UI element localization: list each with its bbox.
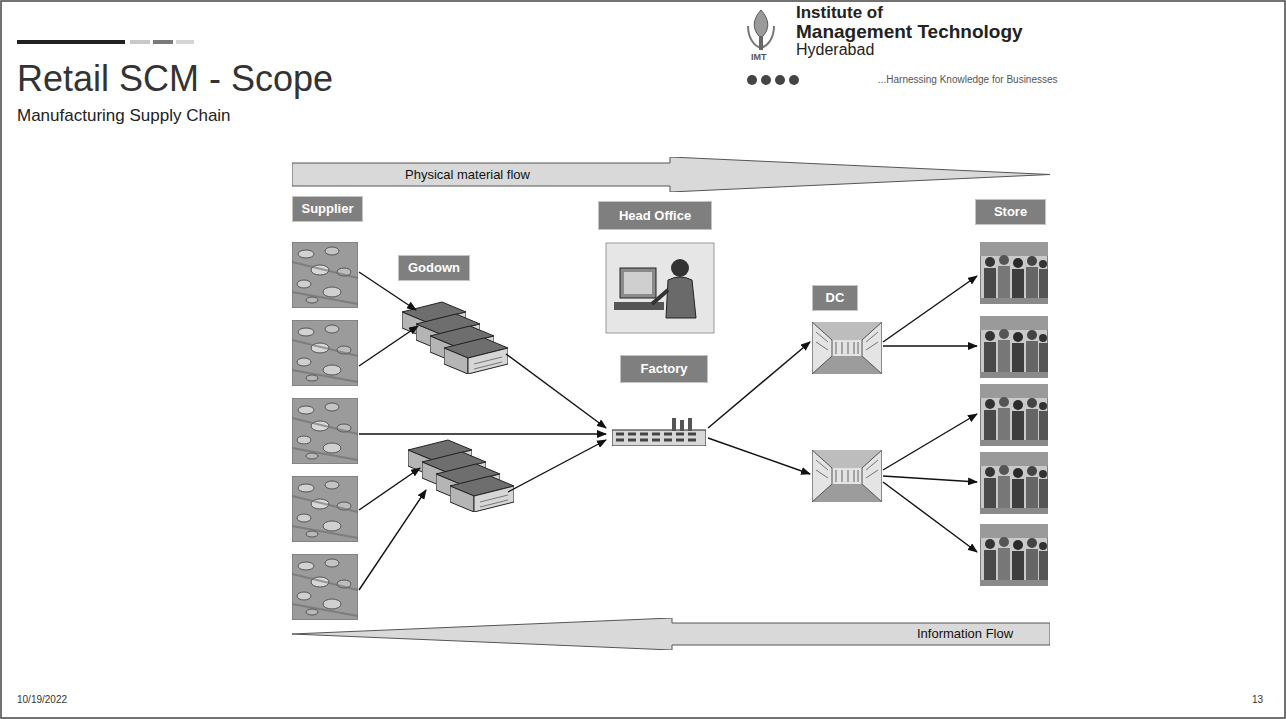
material-flow-arrow: Physical material flow [292,157,1050,192]
node-text: DC [826,286,845,310]
node-text: Information Flow [917,618,1013,650]
factory-picture [612,418,706,446]
stage-label: Store [975,199,1046,225]
node-text: Supplier [301,197,353,221]
node-text: Store [994,200,1027,224]
institute-tagline: ...Harnessing Knowledge for Businesses [878,74,1058,86]
slide-date: 10/19/2022 [17,694,67,706]
title-bars [17,40,194,44]
block-arrow-outline [292,618,1050,650]
slide-title: Retail SCM - Scope [17,58,333,99]
stage-label: Factory [620,355,708,383]
supplier-pictures [292,242,358,620]
information-flow-arrow: Information Flow [292,618,1050,650]
flow-arrows [359,272,977,590]
slide-subtitle: Manufacturing Supply Chain [17,106,231,126]
node-text: Godown [408,256,460,280]
institute-name: Institute of [796,3,883,23]
stage-label: Supplier [292,196,363,222]
godown-pictures [402,302,514,512]
node-text: Head Office [619,202,691,229]
stage-label: Head Office [598,201,712,230]
logo-initials: IMT [751,52,767,62]
institute-city: Hyderabad [796,41,874,59]
page-number: 13 [1252,694,1263,706]
stage-label: Godown [398,255,470,281]
stage-label: DC [812,285,858,311]
institute-name: Management Technology [796,21,1023,43]
node-text: Factory [641,356,688,382]
logo-emblem [747,10,799,85]
block-arrow-outline [292,157,1050,192]
node-text: Physical material flow [405,157,530,192]
store-pictures [980,242,1048,586]
head-office-picture [606,243,714,333]
dc-pictures [812,322,882,502]
